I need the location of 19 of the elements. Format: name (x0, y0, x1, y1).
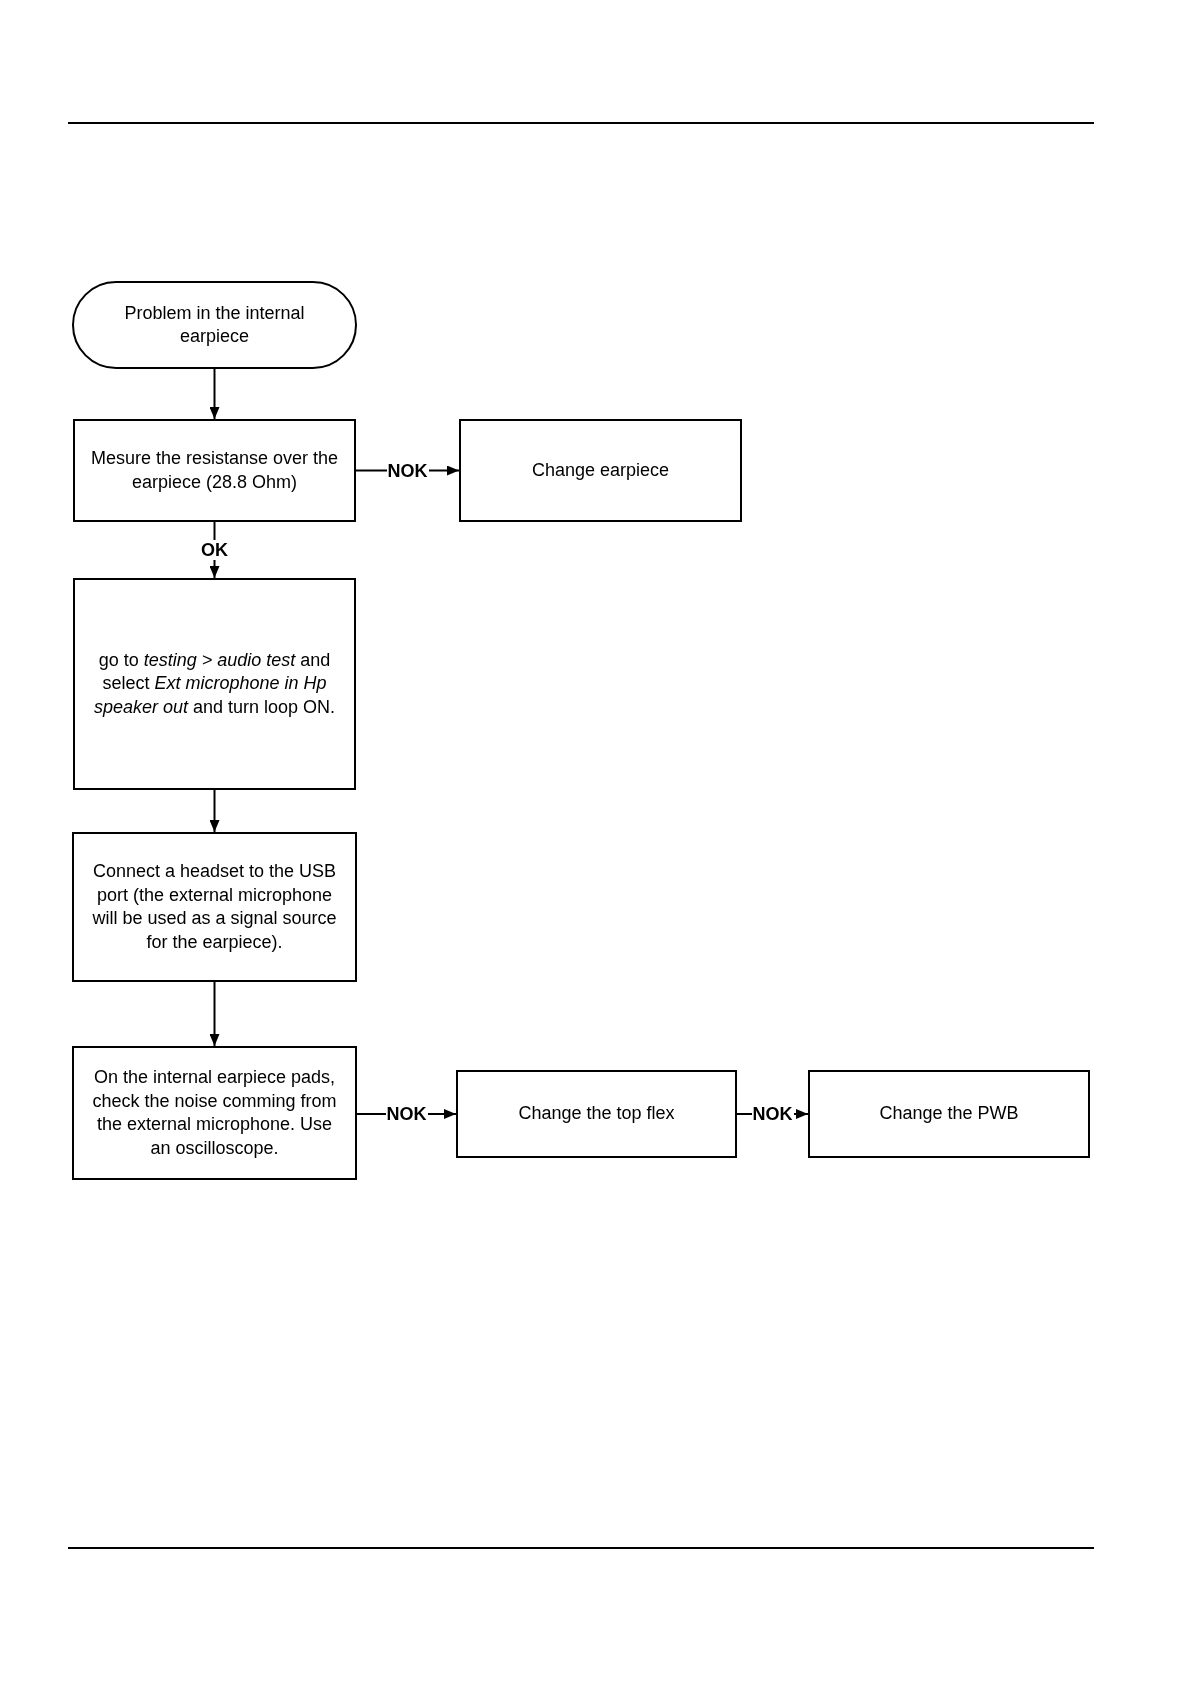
node-text: Mesure the resistanse over the earpiece (28.8 Ohm) (89, 447, 340, 494)
process-box (456, 1070, 737, 1158)
process-box (459, 419, 742, 522)
node-text: Change the top flex (518, 1102, 675, 1126)
node-text: Change earpiece (531, 458, 670, 482)
edge-label: OK (200, 540, 229, 560)
node-text: go to testing > audio test and select Ext microphone in Hp speaker out and turn loop ON. (92, 648, 337, 719)
node-text: Problem in the internal earpiece (123, 301, 306, 348)
node-text: Connect a headset to the USB port (the external microphone will be used as a signal source for the earpiece). (91, 860, 338, 954)
process-box (72, 832, 357, 982)
node-text: Change the PWB (879, 1102, 1019, 1126)
process-box (808, 1070, 1090, 1158)
arrow (209, 368, 220, 420)
process-box (73, 419, 356, 522)
process-box (72, 1046, 357, 1180)
arrow (209, 789, 220, 833)
node-text: On the internal earpiece pads, check the noise comming from the external microphone. Use an oscilloscope. (91, 1066, 338, 1160)
arrow (209, 981, 220, 1047)
process-box (73, 578, 356, 790)
